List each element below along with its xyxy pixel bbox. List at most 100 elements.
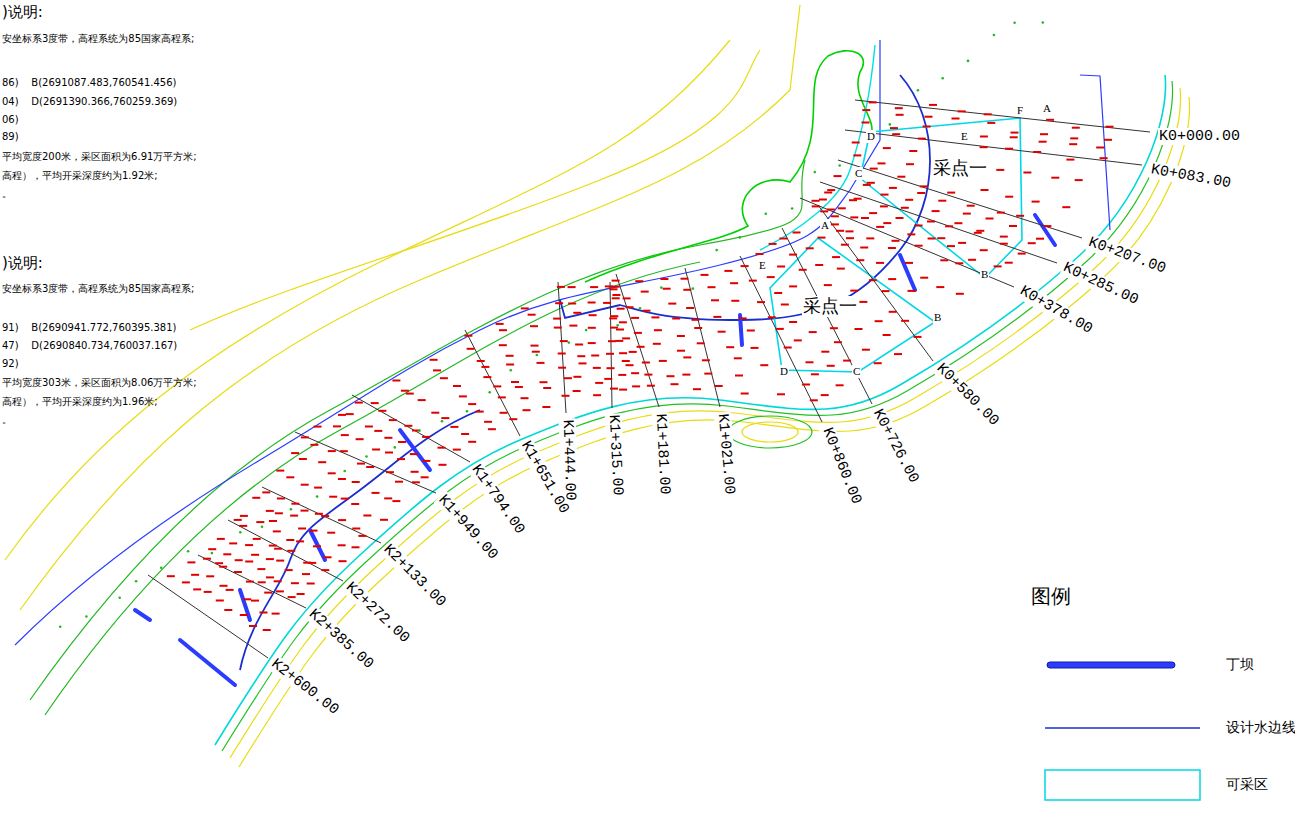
elevation-mark <box>276 590 284 592</box>
elevation-mark <box>692 319 700 321</box>
elevation-mark <box>1016 215 1024 217</box>
elevation-mark <box>735 375 743 377</box>
elevation-mark <box>837 268 845 270</box>
elevation-mark <box>994 265 1002 267</box>
elevation-mark <box>777 266 785 268</box>
elevation-mark <box>313 545 321 547</box>
elevation-mark <box>713 316 721 318</box>
elevation-mark <box>327 532 335 534</box>
elevation-mark <box>789 285 797 287</box>
elevation-mark <box>855 328 863 330</box>
elevation-mark <box>889 187 897 189</box>
elevation-mark <box>610 327 618 329</box>
vegetation-mark <box>616 324 619 327</box>
vegetation-mark <box>187 550 190 553</box>
elevation-mark <box>612 280 620 282</box>
elevation-mark <box>896 217 904 219</box>
elevation-mark <box>193 588 201 590</box>
elevation-mark <box>870 168 878 170</box>
elevation-mark <box>701 274 709 276</box>
elevation-mark <box>521 397 529 399</box>
elevation-mark <box>266 576 274 578</box>
elevation-mark <box>1100 157 1108 159</box>
elevation-mark <box>341 434 349 436</box>
elevation-mark <box>715 385 723 387</box>
vegetation-mark <box>343 470 346 473</box>
elevation-mark <box>588 327 596 329</box>
elevation-mark <box>859 301 867 303</box>
elevation-mark <box>291 582 299 584</box>
elevation-mark <box>352 528 360 530</box>
elevation-mark <box>341 498 349 500</box>
elevation-mark <box>741 393 749 395</box>
elevation-mark <box>654 329 662 331</box>
elevation-mark <box>831 223 839 225</box>
elevation-mark <box>328 450 336 452</box>
elevation-mark <box>846 230 854 232</box>
vegetation-mark <box>290 508 293 511</box>
elevation-mark <box>836 384 844 386</box>
section-line <box>262 487 381 543</box>
vegetation-mark <box>466 410 469 413</box>
elevation-mark <box>618 374 626 376</box>
elevation-mark <box>642 362 650 364</box>
elevation-mark <box>1039 141 1047 143</box>
elevation-mark <box>245 561 253 563</box>
elevation-mark <box>784 347 792 349</box>
elevation-mark <box>945 225 953 227</box>
elevation-mark <box>285 569 293 571</box>
vegetation-mark <box>993 34 996 37</box>
elevation-mark <box>841 244 849 246</box>
elevation-mark <box>806 361 814 363</box>
elevation-mark <box>963 213 971 215</box>
elevation-mark <box>629 351 637 353</box>
elevation-mark <box>862 349 870 351</box>
elevation-mark <box>882 290 890 292</box>
elevation-mark <box>777 393 785 395</box>
elevation-mark <box>940 259 948 261</box>
elevation-mark <box>338 544 346 546</box>
section-line <box>820 182 1057 263</box>
vegetation-mark <box>814 171 817 174</box>
elevation-mark <box>1036 238 1044 240</box>
elevation-mark <box>560 340 568 342</box>
elevation-mark <box>384 437 392 439</box>
elevation-mark <box>731 300 739 302</box>
section-line <box>800 198 1014 287</box>
elevation-mark <box>793 232 801 234</box>
elevation-mark <box>892 240 900 242</box>
elevation-mark <box>726 346 734 348</box>
vegetation-mark <box>135 580 138 583</box>
vegetation-mark <box>917 89 920 92</box>
point-letter: E <box>960 130 969 143</box>
vegetation-mark <box>160 567 163 570</box>
elevation-mark <box>532 351 540 353</box>
elevation-mark <box>530 325 538 327</box>
elevation-mark <box>468 403 476 405</box>
note-text: 平均宽度303米，采区面积为8.06万平方米; <box>2 377 197 389</box>
elevation-mark <box>272 613 280 615</box>
note-text: 04) D(2691390.366,760259.369) <box>2 96 177 108</box>
elevation-mark <box>299 458 307 460</box>
vegetation-mark <box>365 455 368 458</box>
note-text: 高程），平均开采深度约为1.92米; <box>2 170 158 182</box>
dike-sample <box>1047 662 1175 668</box>
elevation-mark <box>827 189 835 191</box>
elevation-mark <box>632 385 640 387</box>
elevation-mark <box>461 433 469 435</box>
elevation-mark <box>932 210 940 212</box>
elevation-mark <box>371 402 379 404</box>
elevation-mark <box>974 232 982 234</box>
elevation-mark <box>1018 253 1026 255</box>
vegetation-mark <box>838 164 841 167</box>
elevation-mark <box>321 569 329 571</box>
elevation-mark <box>235 559 243 561</box>
elevation-mark <box>243 598 251 600</box>
elevation-mark <box>815 264 823 266</box>
elevation-mark <box>651 316 659 318</box>
elevation-mark <box>406 393 414 395</box>
elevation-mark <box>915 245 923 247</box>
point-letter: B <box>980 268 989 281</box>
elevation-mark <box>626 364 634 366</box>
elevation-mark <box>500 412 508 414</box>
